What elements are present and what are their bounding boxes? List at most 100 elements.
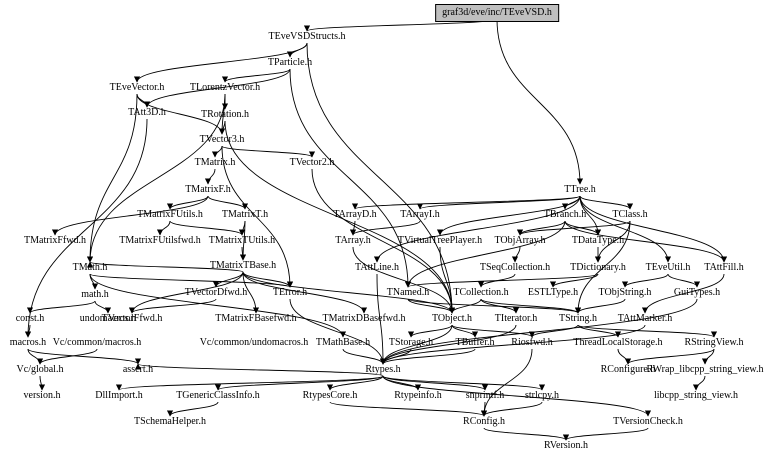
node-macros[interactable]: macros.h [9,337,47,348]
node-dllimport[interactable]: DllImport.h [95,390,143,401]
edge-particle-to-att3d [143,68,291,108]
node-tbuffer[interactable]: TBuffer.h [455,337,495,348]
node-versionh[interactable]: version.h [23,390,61,401]
edge-tbuffer-to-rtypes [379,348,476,365]
node-vector2[interactable]: TVector2.h [289,157,335,168]
edge-consth-to-macros [24,324,32,338]
node-ttree[interactable]: TTree.h [564,184,596,195]
node-rtypeinfo[interactable]: Rtypeinfo.h [394,390,442,401]
node-vcundomacros[interactable]: Vc/common/undomacros.h [199,337,309,348]
node-asserth[interactable]: assert.h [122,364,154,375]
edge-genclassinfo-to-schemahelper [166,401,219,417]
node-vffwd[interactable]: TVectorFfwd.h [101,313,163,324]
edge-tcollection-to-tstring [480,298,582,314]
node-strlcpy[interactable]: strlcpy.h [524,390,560,401]
node-vtreeplayer[interactable]: TVirtualTreePlayer.h [397,235,483,246]
edge-tcollection-to-tobject [448,298,482,314]
node-rtypescore[interactable]: RtypesCore.h [302,390,358,401]
edge-evevector-to-att3d [136,93,151,108]
node-objstring[interactable]: TObjString.h [598,287,652,298]
edge-rtypes-to-strlcpy [382,375,546,391]
node-vsdstructs[interactable]: TEveVSDStructs.h [268,31,346,42]
node-genclassinfo[interactable]: TGenericClassInfo.h [176,390,260,401]
edge-objarray-to-seqcoll [511,246,521,263]
node-mfbasefwd[interactable]: TMatrixFBasefwd.h [215,313,297,324]
node-mtbase[interactable]: TMatrixTBase.h [209,260,277,271]
node-tarray[interactable]: TArray.h [335,235,371,246]
edge-vsdstructs-to-particle [286,42,308,58]
node-lorentz[interactable]: TLorentzVector.h [189,82,261,93]
node-mathh[interactable]: math.h [81,289,109,300]
node-matrixf[interactable]: TMatrixF.h [185,184,231,195]
node-eveutil[interactable]: TEveUtil.h [645,262,691,273]
node-tobject[interactable]: TObject.h [431,313,473,324]
node-arrayi[interactable]: TArrayI.h [400,209,440,220]
edge-strlcpy-to-rconfig [480,401,543,417]
edge-matrixf-to-mfutils [166,195,209,210]
edge-rstringview-to-rwrap [701,348,715,365]
edge-branch-to-tnamed [404,220,566,288]
node-attline[interactable]: TAttLine.h [355,262,399,273]
node-tclass[interactable]: TClass.h [612,209,648,220]
node-undomacros[interactable]: undomacros.h [79,313,137,324]
edge-vtreeplayer-to-tobject [439,246,456,314]
node-seqcoll[interactable]: TSeqCollection.h [479,262,551,273]
node-vcmacros[interactable]: Vc/common/macros.h [52,337,142,348]
node-arrayd[interactable]: TArrayD.h [333,209,377,220]
node-rotation[interactable]: TRotation.h [200,109,250,120]
node-tls[interactable]: ThreadLocalStorage.h [573,337,663,348]
edge-lorentz-to-tmath [86,93,226,263]
node-rstringview[interactable]: RStringView.h [684,337,744,348]
node-mdbasefwd[interactable]: TMatrixDBasefwd.h [322,313,406,324]
node-snprintf[interactable]: snprintf.h [465,390,505,401]
node-riosfwd[interactable]: Riosfwd.h [511,337,553,348]
node-libcppsv[interactable]: libcpp_string_view.h [653,390,739,401]
node-rtypes[interactable]: Rtypes.h [365,364,401,375]
node-tnamed[interactable]: TNamed.h [386,287,430,298]
node-rconfigure[interactable]: RConfigure.h [600,364,656,375]
node-rwrap[interactable]: RWrap_libcpp_string_view.h [646,364,764,375]
node-matrix[interactable]: TMatrix.h [194,157,236,168]
node-mathbase[interactable]: TMathBase.h [315,337,371,348]
node-rversion[interactable]: RVersion.h [544,440,588,451]
node-tmath[interactable]: TMath.h [72,262,108,273]
edge-ttree-to-eveutil [579,195,672,263]
node-schemahelper[interactable]: TSchemaHelper.h [134,416,206,427]
node-evevector[interactable]: TEveVector.h [109,82,165,93]
node-tstorage[interactable]: TStorage.h [388,337,434,348]
node-mffwd[interactable]: TMatrixFfwd.h [24,235,86,246]
node-mtutils[interactable]: TMatrixTUtils.h [208,235,276,246]
node-terror[interactable]: TError.h [272,287,308,298]
node-att3d[interactable]: TAtt3D.h [128,107,166,118]
node-guitypes[interactable]: GuiTypes.h [673,287,721,298]
node-dictionary[interactable]: TDictionary.h [570,262,626,273]
node-root[interactable]: graf3d/eve/inc/TEveVSD.h [435,4,559,22]
node-matrixt[interactable]: TMatrixT.h [221,209,269,220]
node-vdfwd[interactable]: TVectorDfwd.h [184,287,248,298]
node-objarray[interactable]: TObjArray.h [494,235,546,246]
node-titerator[interactable]: TIterator.h [494,313,538,324]
edge-vector2-to-tobject [311,168,456,314]
node-mfutils[interactable]: TMatrixFUtils.h [137,209,203,220]
node-mfutilsfwd[interactable]: TMatrixFUtilsfwd.h [119,235,201,246]
node-tstring[interactable]: TString.h [558,313,598,324]
node-versioncheck[interactable]: TVersionCheck.h [613,416,683,427]
edge-evevector-to-tmath [86,93,138,263]
node-vector3[interactable]: TVector3.h [199,134,245,145]
node-consth[interactable]: const.h [15,313,45,324]
node-attfill[interactable]: TAttFill.h [704,262,744,273]
node-datatype[interactable]: TDataType.h [571,235,625,246]
edge-vector3-to-matrix [211,145,223,158]
node-rconfig[interactable]: RConfig.h [463,416,505,427]
node-vcglobal[interactable]: Vc/global.h [16,364,64,375]
edge-tclass-to-tstring [574,220,631,314]
node-esttype[interactable]: ESTLType.h [527,287,579,298]
node-attmarker[interactable]: TAttMarker.h [617,313,673,324]
node-particle[interactable]: TParticle.h [267,57,313,68]
edge-rwrap-to-libcppsv [692,375,706,391]
node-branch[interactable]: TBranch.h [543,209,587,220]
node-tcollection[interactable]: TCollection.h [453,287,509,298]
edge-att3d-to-macros [24,118,148,338]
edge-vdfwd-to-vffwd [128,298,217,314]
